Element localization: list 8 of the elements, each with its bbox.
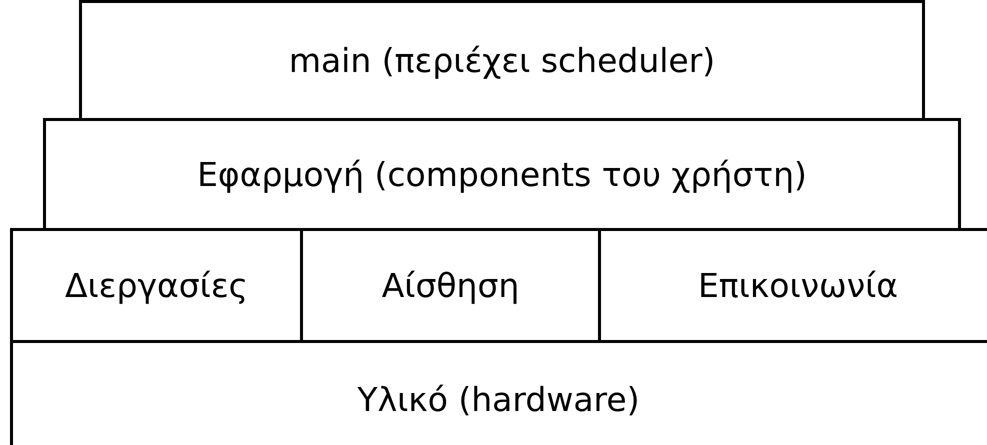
layer-box: [43, 118, 961, 231]
layer-label: Αίσθηση: [382, 264, 520, 307]
layer-label: Διεργασίες: [64, 264, 248, 307]
layer-label: Υλικό (hardware): [357, 379, 641, 422]
layer-label: Επικοινωνία: [698, 264, 898, 307]
layer-box: [79, 0, 925, 121]
layer-label: main (περιέχει scheduler): [288, 40, 716, 82]
layer-label: Εφαρμογή (components του χρήστη): [197, 154, 807, 196]
